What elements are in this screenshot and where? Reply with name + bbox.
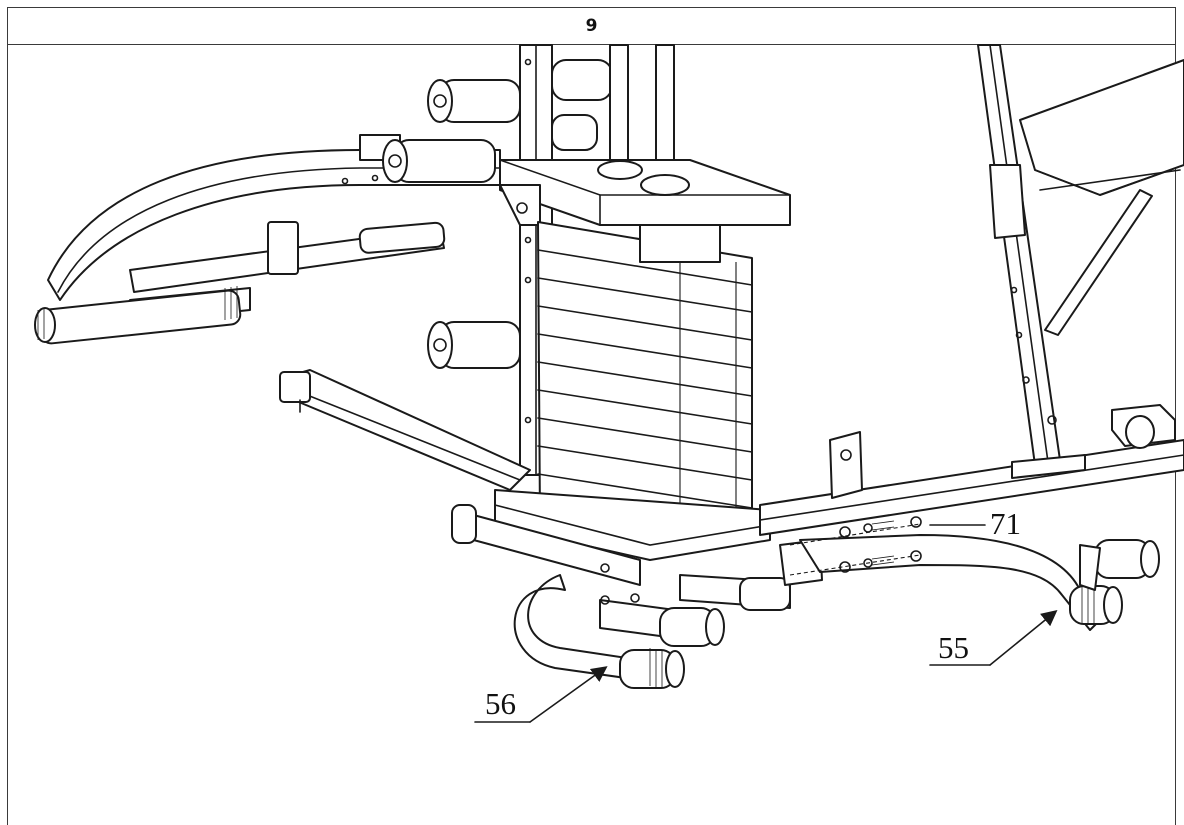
lower-roller-pad — [427, 321, 521, 369]
weight-stack — [537, 221, 753, 531]
callout-71-label: 71 — [990, 506, 1021, 541]
front-tube-55 — [799, 534, 1160, 631]
base-frame-left-rail — [279, 369, 531, 491]
instruction-panel: 9 — [7, 7, 1176, 825]
seat-upright — [977, 44, 1086, 479]
leader-55 — [929, 609, 1058, 666]
step-header: 9 — [8, 8, 1175, 45]
seat-pad — [1019, 59, 1184, 336]
step-number: 9 — [585, 16, 598, 36]
base-frame-right-rail — [759, 404, 1184, 536]
leader-56 — [474, 666, 608, 723]
top-plate — [499, 159, 791, 226]
leg-extension-bar — [34, 221, 446, 345]
bolts-71 — [789, 516, 922, 576]
callout-55-label: 55 — [938, 630, 969, 665]
front-tube-56 — [451, 504, 823, 689]
base-plate — [494, 489, 771, 561]
curved-bench-frame — [47, 134, 501, 301]
callout-56-label: 56 — [485, 686, 516, 721]
guide-rods — [609, 44, 675, 191]
upper-roller-pads — [427, 59, 613, 151]
